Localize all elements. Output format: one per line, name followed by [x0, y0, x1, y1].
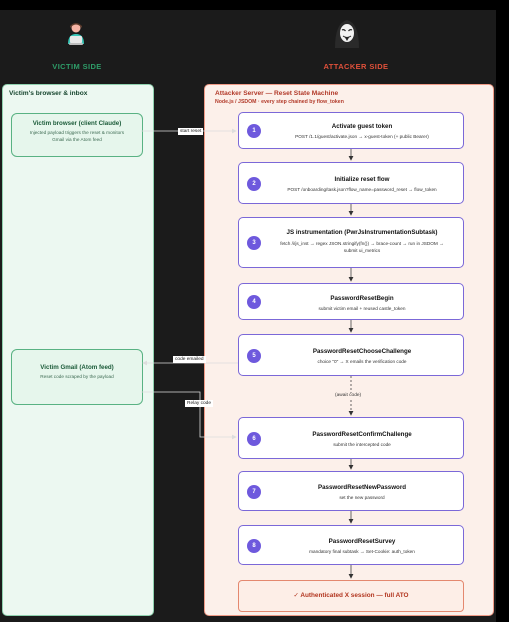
victim-side-title: VICTIM SIDE	[52, 62, 102, 71]
step-2-title: Initialize reset flow	[334, 176, 390, 183]
step-8-desc: mandatory final subtask → Set-Cookie: au…	[309, 549, 415, 554]
step-3-box: 3 JS instrumentation (PwrJsInstrumentati…	[238, 217, 464, 268]
attacker-panel-title: Attacker Server — Reset State Machine	[215, 90, 339, 97]
step-6-desc: submit the intercepted code	[333, 442, 391, 447]
step-7-title: PasswordResetNewPassword	[317, 484, 407, 491]
edge-label-start-reset: start reset	[178, 128, 204, 135]
step-1-badge: 1	[247, 124, 261, 138]
step-4-title: PasswordResetBegin	[330, 295, 394, 302]
victim-gmail-desc: Reset code scraped by the payload	[40, 374, 114, 379]
attacker-panel-subtitle: Node.js / JSDOM · every step chained by …	[215, 99, 344, 105]
hacker-mask-icon	[335, 20, 359, 48]
victim-browser-desc-line2: Gmail via the Atom feed	[52, 136, 102, 142]
step-7-desc: set the new password	[339, 495, 385, 500]
step-6-box: 6 PasswordResetConfirmChallenge submit t…	[238, 417, 464, 459]
step-1-box: 1 Activate guest token POST /1.1/guest/a…	[238, 112, 464, 149]
final-ato-box: ✓ Authenticated X session — full ATO	[238, 580, 464, 612]
step-1-desc: POST /1.1/guest/activate.json → x-guest-…	[295, 134, 429, 139]
edge-label-code-emailed: code emailed	[173, 356, 206, 363]
step-6-badge: 6	[247, 432, 261, 446]
step-5-box: 5 PasswordResetChooseChallenge choice "0…	[238, 334, 464, 376]
step-7-badge: 7	[247, 485, 261, 499]
step-5-desc: choice "0" → X emails the verification c…	[317, 359, 407, 364]
step-8-badge: 8	[247, 539, 261, 553]
victim-browser-title: Victim browser (client Claude)	[32, 120, 122, 127]
step-4-box: 4 PasswordResetBegin submit victim email…	[238, 283, 464, 320]
step-6-title: PasswordResetConfirmChallenge	[312, 431, 412, 438]
step-3-badge: 3	[247, 236, 261, 250]
step-3-desc-line2: submit ui_metrics	[343, 248, 381, 254]
step-2-desc: POST /onboarding/task.json?flow_name=pas…	[287, 187, 437, 192]
victim-browser-box: Victim browser (client Claude) Injected …	[11, 113, 143, 157]
step-3-desc: fetch /i/js_inst → regex JSON.stringify(…	[265, 240, 459, 254]
step-3-title: JS instrumentation (PwrJsInstrumentation…	[286, 229, 438, 236]
step-7-box: 7 PasswordResetNewPassword set the new p…	[238, 471, 464, 511]
step-2-box: 2 Initialize reset flow POST /onboarding…	[238, 162, 464, 204]
victim-browser-desc-line1: Injected payload triggers the reset & mo…	[29, 130, 125, 135]
victim-gmail-box: Victim Gmail (Atom feed) Reset code scra…	[11, 349, 143, 405]
step-4-desc: submit victim email + reused castle_toke…	[318, 306, 406, 311]
step-5-badge: 5	[247, 349, 261, 363]
edge-label-relay-code: Relay code	[185, 400, 213, 407]
step-8-box: 8 PasswordResetSurvey mandatory final su…	[238, 525, 464, 565]
edge-label-await-code: (await code)	[333, 393, 364, 398]
victim-gmail-title: Victim Gmail (Atom feed)	[40, 364, 114, 371]
step-3-desc-line1: fetch /i/js_inst → regex JSON.stringify(…	[280, 241, 444, 246]
victim-panel-title: Victim's browser & inbox	[9, 90, 88, 97]
step-8-title: PasswordResetSurvey	[328, 538, 396, 545]
attacker-side-title: ATTACKER SIDE	[323, 62, 389, 71]
step-2-badge: 2	[247, 177, 261, 191]
step-1-title: Activate guest token	[331, 123, 393, 130]
step-4-badge: 4	[247, 295, 261, 309]
step-5-title: PasswordResetChooseChallenge	[312, 348, 412, 355]
laptop-user-icon	[68, 23, 84, 45]
